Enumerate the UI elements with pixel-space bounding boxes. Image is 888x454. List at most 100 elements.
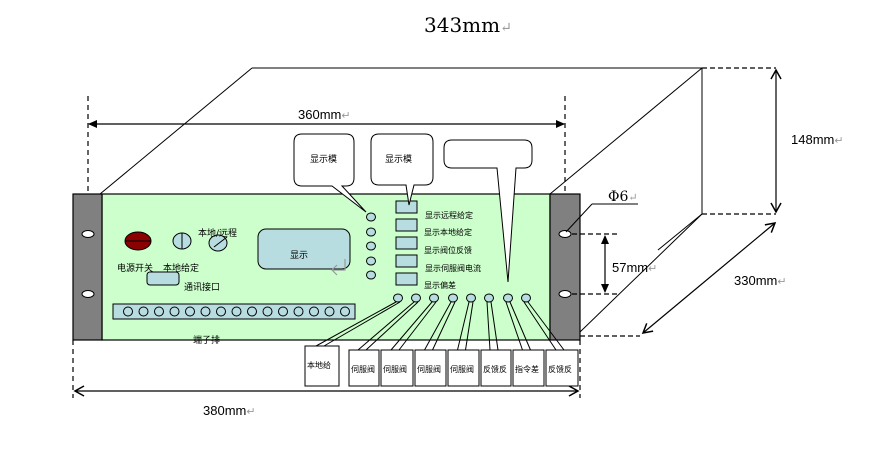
mounting-hole-icon [558,230,572,238]
indicator-label: 显示阀位反馈 [424,245,472,255]
terminal-box [512,349,545,387]
main-display-label: 显示 [290,250,308,261]
indicator-led-icon [366,212,376,222]
callout-text: 显示模 [310,154,337,165]
terminal-box [304,345,340,387]
terminal-hole-icon [123,306,133,317]
output-led-icon [429,293,439,303]
terminal-box [545,349,579,387]
indicator-window [395,218,418,232]
indicator-led-icon [366,256,376,266]
terminal-box-label: 伺服阀 [351,364,375,374]
terminal-hole-icon [247,306,257,317]
output-led-icon [484,293,494,303]
comm-port[interactable] [146,271,180,286]
height-dimension: 148mm↵ [702,67,844,215]
terminal-hole-icon [138,306,149,317]
terminal-block [112,303,356,320]
bottom-led-row [393,293,531,303]
output-led-icon [521,293,531,303]
terminal-block-label: 端子排 [193,334,220,346]
indicator-led-icon [366,227,376,237]
total-width-label: 380mm↵ [203,403,256,418]
mounting-hole-icon [81,230,95,238]
right-mounting-ear [549,193,581,341]
indicator-label: 显示本地给定 [424,227,472,237]
total-width-dimension: 380mm↵ [72,340,581,418]
power-switch-label: 电源开关 [117,262,153,274]
terminal-hole-icon [231,306,242,317]
terminal-box-label: 伺服阀 [450,364,474,374]
terminal-hole-icon [340,306,350,317]
terminal-hole-icon [154,306,164,317]
comm-port-label: 通讯接口 [184,281,220,293]
indicator-label: 显示远程给定 [425,210,473,220]
terminal-box [380,349,414,387]
depth-side-dimension: 330mm↵ [580,222,787,337]
indicator-label: 显示偏差 [424,280,456,290]
terminal-hole-icon [293,306,304,317]
terminal-box-label: 指令差 [515,364,539,374]
leader-line [523,301,565,351]
leader-line [357,301,419,351]
output-led-icon [448,293,458,303]
terminal-boxes: 本地给伺服阀伺服阀伺服阀伺服阀反馈反指令差反馈反 [304,301,579,387]
output-led-icon [503,293,513,303]
terminal-hole-icon [169,306,180,317]
terminal-box [348,349,380,387]
output-led-icon [393,293,403,303]
depth-top-label: 343mm↵ [424,13,512,37]
indicator-window [395,200,418,214]
indicator-window [395,272,418,286]
indicator-windows [395,200,418,286]
terminal-hole-icon [216,306,226,317]
indicator-led-column [366,212,376,280]
leader-line [315,301,401,347]
terminal-box [447,349,480,387]
left-mounting-ear [72,193,103,341]
blank-callout [443,139,533,283]
hole-diameter-label: Φ6↵ [608,189,638,205]
leader-line [505,301,531,351]
hole-spacing-dimension: 57mm↵ [572,233,657,295]
terminal-hole-icon [278,306,288,317]
terminal-box-label: 伺服阀 [417,364,441,374]
local-setpoint-knob[interactable] [172,232,192,250]
mounting-hole-icon [81,290,95,298]
height-label: 148mm↵ [791,132,844,147]
terminal-box-label: 反馈反 [548,364,572,374]
indicator-led-icon [366,241,376,251]
local-remote-label: 本地/远程 [198,227,237,239]
indicator-window [395,254,418,268]
indicator-labels: 显示远程给定 显示本地给定 显示阀位反馈 显示伺服阀电流 显示偏差 [424,210,481,290]
output-led-icon [411,293,421,303]
mount-width-dimension: 360mm↵ [87,96,566,235]
main-display [257,228,351,270]
terminal-hole-icon [200,306,211,317]
output-led-icon [466,293,476,303]
return-arrow-icon [331,259,346,276]
display-module-callout-1: 显示模 [293,133,367,213]
depth-side-label: 330mm↵ [734,273,787,288]
indicator-led-icon [366,270,376,280]
power-switch[interactable] [124,231,152,251]
mounting-hole-icon [558,290,572,298]
leader-line [457,301,474,351]
terminal-box-label: 伺服阀 [383,364,407,374]
terminal-box-label: 本地给 [307,360,331,370]
leader-line [424,301,456,351]
local-setpoint-label: 本地给定 [163,262,199,274]
hole-diameter-callout: Φ6↵ [565,189,638,233]
leader-line [486,301,499,351]
mount-width-label: 360mm↵ [298,107,351,122]
indicator-window [395,236,418,250]
indicator-label: 显示伺服阀电流 [425,263,481,273]
terminal-box-label: 反馈反 [483,364,507,374]
terminal-holes [123,306,350,317]
callout-text: 显示模 [385,154,412,165]
local-remote-selector[interactable] [208,234,228,252]
terminal-hole-icon [185,306,195,317]
terminal-box [480,349,512,387]
terminal-box [414,349,447,387]
